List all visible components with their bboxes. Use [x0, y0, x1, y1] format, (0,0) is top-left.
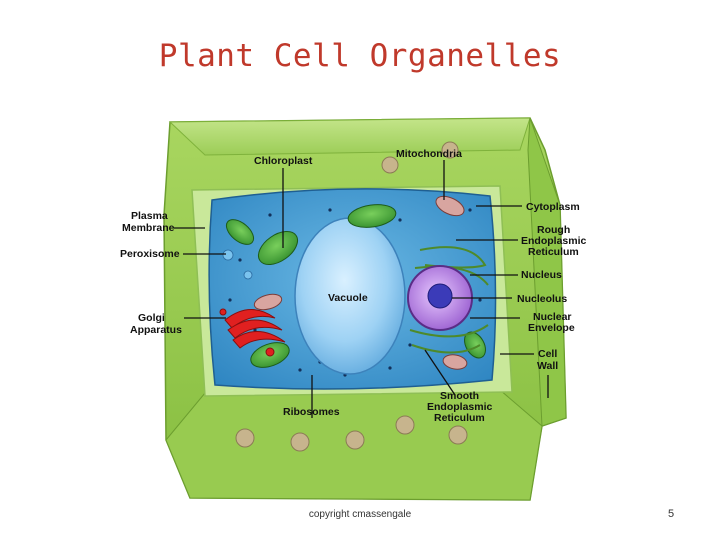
label-cytoplasm: Cytoplasm [526, 201, 580, 213]
label-smooth-er-3: Reticulum [434, 412, 485, 424]
label-rough-er-2: Endoplasmic [521, 235, 587, 247]
label-golgi-1: Golgi [138, 312, 165, 324]
label-smooth-er-2: Endoplasmic [427, 401, 493, 413]
slide-title: Plant Cell Organelles [158, 38, 562, 74]
leader-lines [174, 160, 549, 418]
chloroplasts [225, 204, 486, 368]
label-ribosomes: Ribosomes [283, 406, 340, 418]
label-golgi-2: Apparatus [130, 324, 182, 336]
label-nucleolus: Nucleolus [517, 293, 567, 305]
label-cell-wall-2: Wall [537, 360, 558, 372]
label-nuclear-envelope-1: Nuclear [533, 311, 572, 323]
label-chloroplast: Chloroplast [254, 155, 313, 167]
label-vacuole: Vacuole [328, 292, 368, 304]
slide-footer: copyright cmassengale [308, 509, 412, 520]
label-rough-er-1: Rough [537, 224, 570, 236]
label-cell-wall-1: Cell [538, 348, 557, 360]
mitochondria-shapes [253, 195, 468, 370]
ribosome-dots [228, 208, 482, 377]
label-nuclear-envelope-2: Envelope [528, 322, 575, 334]
label-plasma-membrane-1: Plasma [131, 210, 168, 222]
label-peroxisome: Peroxisome [120, 248, 180, 260]
label-nucleus: Nucleus [521, 269, 562, 281]
label-plasma-membrane-2: Membrane [122, 222, 175, 234]
page-number: 5 [668, 508, 675, 520]
golgi-apparatus [219, 308, 286, 357]
label-smooth-er-1: Smooth [440, 390, 479, 402]
nucleolus [427, 283, 453, 309]
wall-pits [235, 141, 468, 452]
peroxisomes [222, 249, 253, 280]
label-mitochondria: Mitochondria [396, 148, 462, 160]
label-rough-er-3: Reticulum [528, 246, 579, 258]
